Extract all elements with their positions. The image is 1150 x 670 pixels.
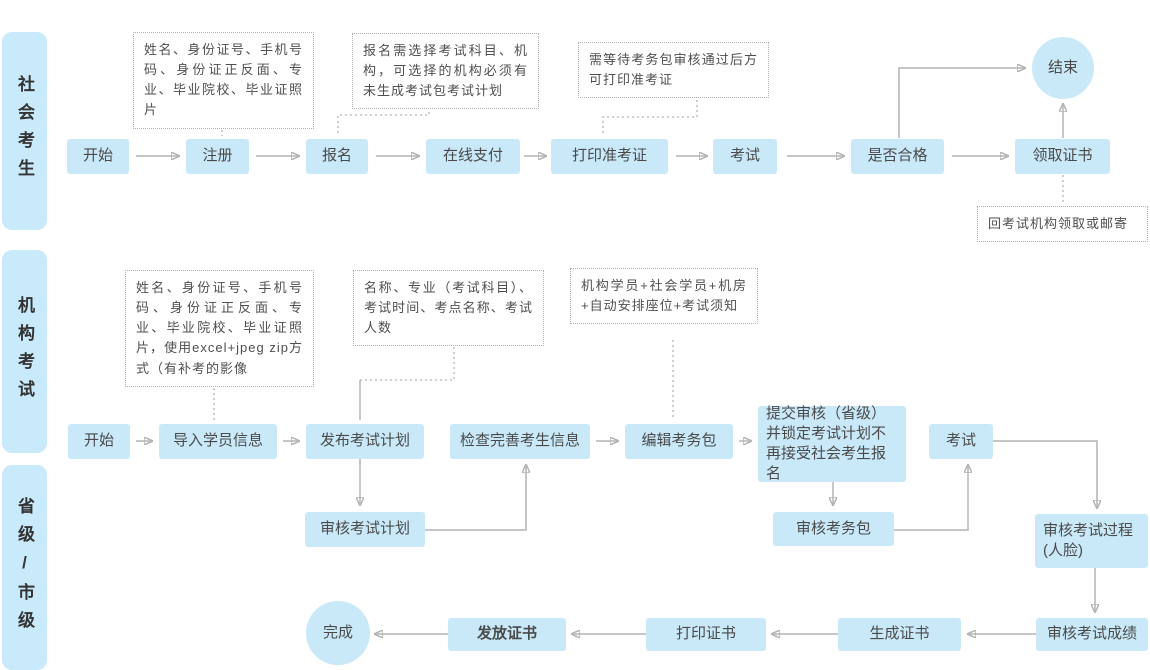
node-audit-plan: 审核考试计划 bbox=[305, 512, 425, 547]
node-exam-social: 考试 bbox=[713, 139, 777, 174]
lane-institution-exam-label: 机构考试 bbox=[15, 295, 34, 408]
note-ticket-condition: 需等待考务包审核通过后方可打印准考证 bbox=[578, 42, 769, 99]
node-start-social: 开始 bbox=[67, 139, 129, 174]
node-pass-check: 是否合格 bbox=[851, 139, 944, 174]
node-get-cert: 领取证书 bbox=[1015, 139, 1110, 174]
node-exam-org: 考试 bbox=[929, 424, 993, 459]
node-submit-audit: 提交审核（省级）并锁定考试计划不再接受社会考生报名 bbox=[758, 405, 906, 482]
node-end-circle: 结束 bbox=[1032, 37, 1094, 99]
arrow-pass-check-to-end bbox=[898, 68, 1025, 138]
note-connector-plan bbox=[360, 337, 455, 381]
node-signup: 报名 bbox=[306, 139, 368, 174]
note-plan-fields: 名称、专业（考试科目）、考试时间、考点名称、考试人数 bbox=[353, 270, 544, 347]
note-register-fields: 姓名、身份证号、手机号码、身份证正反面、专业、毕业院校、毕业证照片 bbox=[133, 32, 314, 129]
node-start-org: 开始 bbox=[68, 424, 130, 459]
node-print-ticket: 打印准考证 bbox=[551, 139, 668, 174]
note-connector-print-ticket bbox=[602, 100, 698, 136]
lane-provincial-municipal: 省级/市级 bbox=[2, 465, 47, 670]
node-audit-package: 审核考务包 bbox=[773, 512, 894, 546]
node-audit-process: 审核考试过程 (人脸) bbox=[1035, 514, 1148, 568]
node-check-info: 检查完善考生信息 bbox=[450, 424, 590, 459]
node-publish-plan: 发布考试计划 bbox=[306, 424, 424, 459]
node-import-students: 导入学员信息 bbox=[159, 424, 277, 459]
node-issue-cert: 发放证书 bbox=[448, 618, 566, 651]
note-package-contents: 机构学员+社会学员+机房+自动安排座位+考试须知 bbox=[570, 268, 758, 325]
node-pay-online: 在线支付 bbox=[426, 139, 520, 174]
lane-social-candidates: 社会考生 bbox=[2, 32, 47, 230]
note-signup-rules: 报名需选择考试科目、机构，可选择的机构必须有未生成考试包考试计划 bbox=[352, 33, 539, 110]
node-print-cert: 打印证书 bbox=[646, 618, 766, 651]
node-gen-cert: 生成证书 bbox=[838, 618, 961, 651]
note-import-fields: 姓名、身份证号、手机号码、身份证正反面、专业、毕业院校、毕业证照片，使用exce… bbox=[125, 270, 314, 387]
arrow-exam-org-to-audit-process bbox=[993, 440, 1097, 508]
arrow-audit-package-to-exam-org bbox=[894, 465, 968, 531]
arrow-audit-plan-to-check-info bbox=[425, 465, 526, 531]
node-audit-score: 审核考试成绩 bbox=[1036, 618, 1148, 651]
lane-social-candidates-label: 社会考生 bbox=[15, 75, 34, 187]
node-edit-package: 编辑考务包 bbox=[625, 424, 733, 459]
node-register: 注册 bbox=[186, 139, 249, 174]
node-finish-circle: 完成 bbox=[306, 601, 370, 665]
note-cert-delivery: 回考试机构领取或邮寄 bbox=[977, 206, 1148, 243]
lane-provincial-municipal-label: 省级/市级 bbox=[15, 496, 34, 639]
lane-institution-exam: 机构考试 bbox=[2, 250, 47, 453]
